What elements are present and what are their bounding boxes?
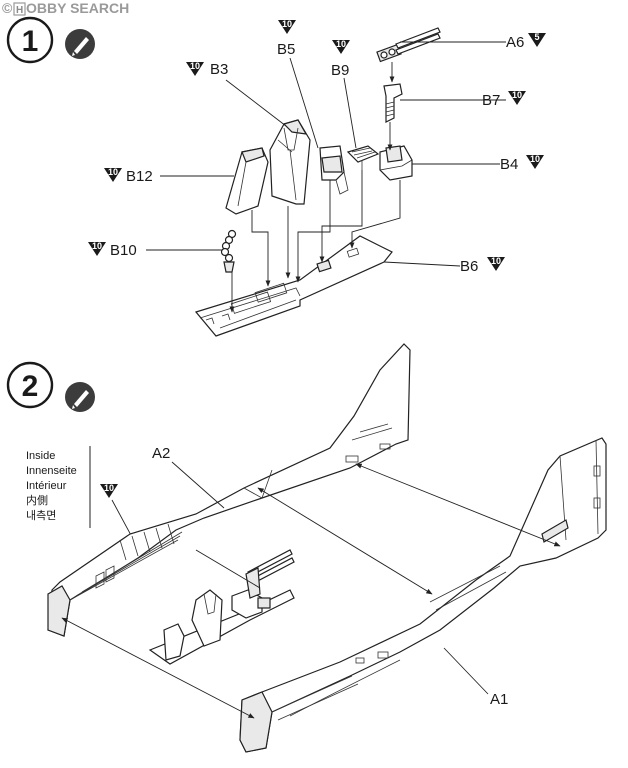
part-a2-fuselage-half bbox=[47, 343, 411, 637]
part-b7 bbox=[383, 83, 403, 123]
svg-text:A2: A2 bbox=[152, 445, 170, 462]
watermark: © H OBBY SEARCH bbox=[2, 0, 129, 16]
svg-text:10: 10 bbox=[92, 241, 102, 251]
svg-text:B3: B3 bbox=[210, 61, 228, 78]
svg-text:B6: B6 bbox=[460, 258, 478, 275]
cockpit-subassembly bbox=[148, 549, 295, 665]
step-2-circle bbox=[6, 361, 54, 409]
label-b5: 10 B5 bbox=[277, 19, 296, 58]
svg-text:B9: B9 bbox=[331, 62, 349, 79]
step-2-number: 2 bbox=[22, 370, 39, 403]
step-1-number: 1 bbox=[22, 25, 39, 58]
label-a6: A6 5 bbox=[506, 32, 546, 51]
svg-text:10: 10 bbox=[491, 256, 501, 266]
svg-text:内側: 内側 bbox=[26, 493, 48, 507]
step-1-leaders bbox=[146, 41, 506, 267]
svg-text:10: 10 bbox=[530, 154, 540, 164]
svg-text:A1: A1 bbox=[490, 691, 508, 708]
svg-text:Innenseite: Innenseite bbox=[26, 465, 77, 477]
svg-text:OBBY SEARCH: OBBY SEARCH bbox=[26, 0, 129, 16]
svg-text:내측면: 내측면 bbox=[26, 509, 56, 522]
part-b12 bbox=[225, 147, 269, 215]
step-1-circle bbox=[6, 16, 54, 64]
step-1-header: 1 bbox=[6, 16, 95, 64]
svg-text:5: 5 bbox=[534, 32, 539, 42]
svg-text:10: 10 bbox=[108, 167, 118, 177]
svg-text:B7: B7 bbox=[482, 92, 500, 109]
label-a2: A2 bbox=[152, 445, 225, 509]
label-b10: 10 B10 bbox=[88, 241, 137, 259]
svg-text:B5: B5 bbox=[277, 41, 295, 58]
paint-drop-icon bbox=[65, 382, 95, 412]
svg-text:10: 10 bbox=[104, 483, 114, 493]
svg-text:10: 10 bbox=[336, 39, 346, 49]
svg-text:©: © bbox=[2, 0, 13, 16]
paint-drop-icon bbox=[65, 29, 95, 59]
svg-text:B10: B10 bbox=[110, 242, 137, 259]
step-2-guide-lines bbox=[61, 463, 561, 719]
svg-text:10: 10 bbox=[190, 61, 200, 71]
part-b5 bbox=[319, 145, 349, 195]
inside-note: Inside Innenseite Intérieur 内側 내측면 10 bbox=[26, 446, 141, 553]
part-b9 bbox=[346, 145, 380, 170]
label-b4: B4 10 bbox=[500, 154, 544, 173]
svg-text:B4: B4 bbox=[500, 156, 518, 173]
svg-text:Inside: Inside bbox=[26, 450, 55, 462]
part-b4 bbox=[379, 145, 413, 181]
label-b6: B6 10 bbox=[460, 256, 505, 275]
svg-text:A6: A6 bbox=[506, 34, 524, 51]
label-b7: B7 10 bbox=[482, 90, 526, 109]
svg-text:10: 10 bbox=[512, 90, 522, 100]
svg-text:Intérieur: Intérieur bbox=[26, 480, 67, 492]
svg-text:10: 10 bbox=[282, 19, 292, 29]
label-b3: 10 B3 bbox=[186, 61, 228, 78]
part-b10 bbox=[220, 229, 237, 273]
svg-text:B12: B12 bbox=[126, 168, 153, 185]
part-a6 bbox=[376, 27, 441, 63]
svg-text:H: H bbox=[16, 5, 23, 16]
step-1-guide-lines bbox=[229, 62, 401, 313]
step-2-header: 2 bbox=[6, 361, 95, 412]
part-b3 bbox=[269, 119, 311, 205]
label-a1: A1 bbox=[443, 647, 508, 708]
label-b9: 10 B9 bbox=[331, 39, 350, 79]
label-b12: 10 B12 bbox=[104, 167, 153, 185]
